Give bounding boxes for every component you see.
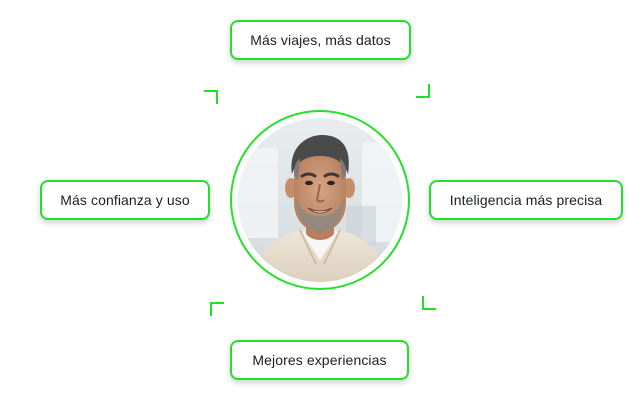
corner-bracket-top-right: [416, 84, 430, 98]
portrait-photo: [238, 118, 402, 282]
label-more-trips-more-data: Más viajes, más datos: [230, 20, 411, 60]
person-portrait-icon: [238, 118, 402, 282]
label-text: Más viajes, más datos: [250, 32, 391, 48]
label-better-experiences: Mejores experiencias: [230, 340, 409, 380]
corner-bracket-top-left: [204, 90, 218, 104]
corner-bracket-bottom-left: [210, 302, 224, 316]
label-more-trust-and-usage: Más confianza y uso: [40, 180, 210, 220]
label-text: Más confianza y uso: [60, 192, 190, 208]
label-text: Mejores experiencias: [252, 352, 387, 368]
corner-bracket-bottom-right: [422, 296, 436, 310]
label-text: Inteligencia más precisa: [449, 192, 603, 208]
label-more-precise-intelligence: Inteligencia más precisa: [429, 180, 623, 220]
